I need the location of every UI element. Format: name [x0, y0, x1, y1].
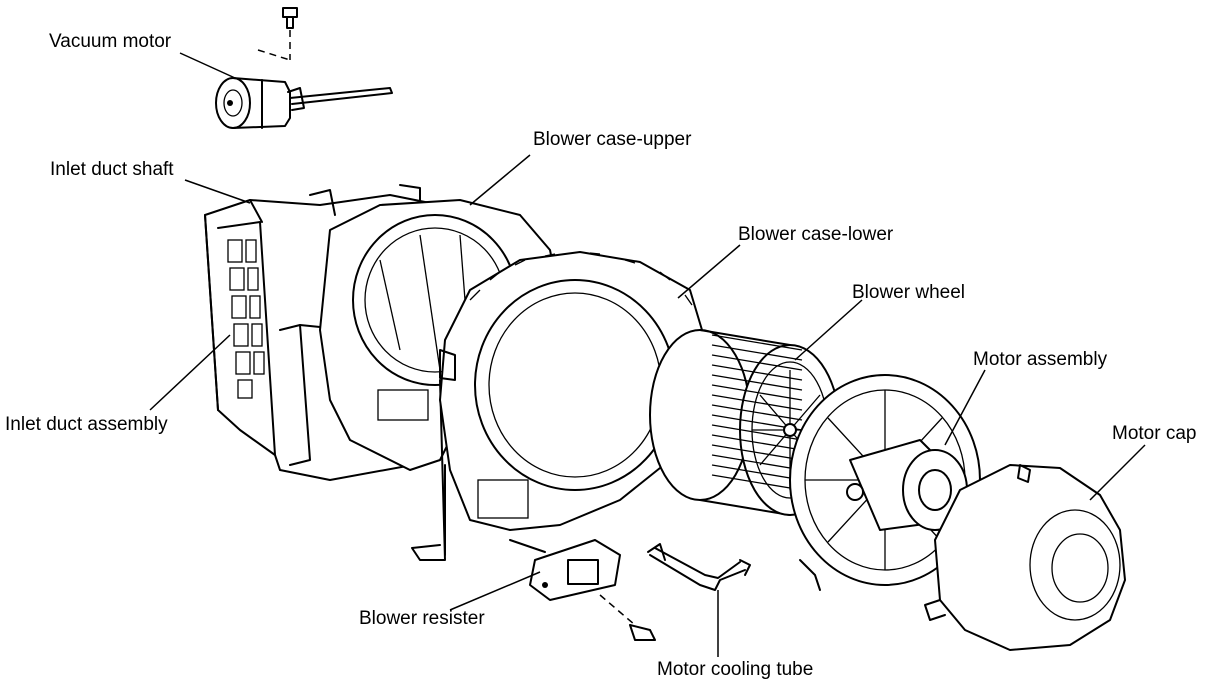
- label-motor-cooling-tube: Motor cooling tube: [657, 659, 813, 680]
- motor-cap-part: [924, 464, 1126, 651]
- label-vacuum-motor: Vacuum motor: [49, 31, 172, 52]
- label-motor-cap: Motor cap: [1112, 423, 1196, 444]
- label-blower-wheel: Blower wheel: [852, 282, 965, 303]
- leader-lines: [149, 52, 1146, 657]
- label-motor-assembly: Motor assembly: [973, 349, 1108, 370]
- label-blower-case-upper: Blower case-upper: [533, 129, 692, 150]
- blower-resister-part: [509, 539, 656, 641]
- label-inlet-duct-shaft: Inlet duct shaft: [50, 159, 174, 180]
- blower-case-lower-part: [439, 251, 706, 556]
- motor-assembly-part: [789, 374, 981, 591]
- label-blower-resister: Blower resister: [359, 608, 485, 629]
- motor-cooling-tube-part: [647, 543, 751, 591]
- label-inlet-duct-assembly: Inlet duct assembly: [5, 414, 168, 435]
- label-blower-case-lower: Blower case-lower: [738, 224, 894, 245]
- vacuum-motor-part: [215, 7, 393, 129]
